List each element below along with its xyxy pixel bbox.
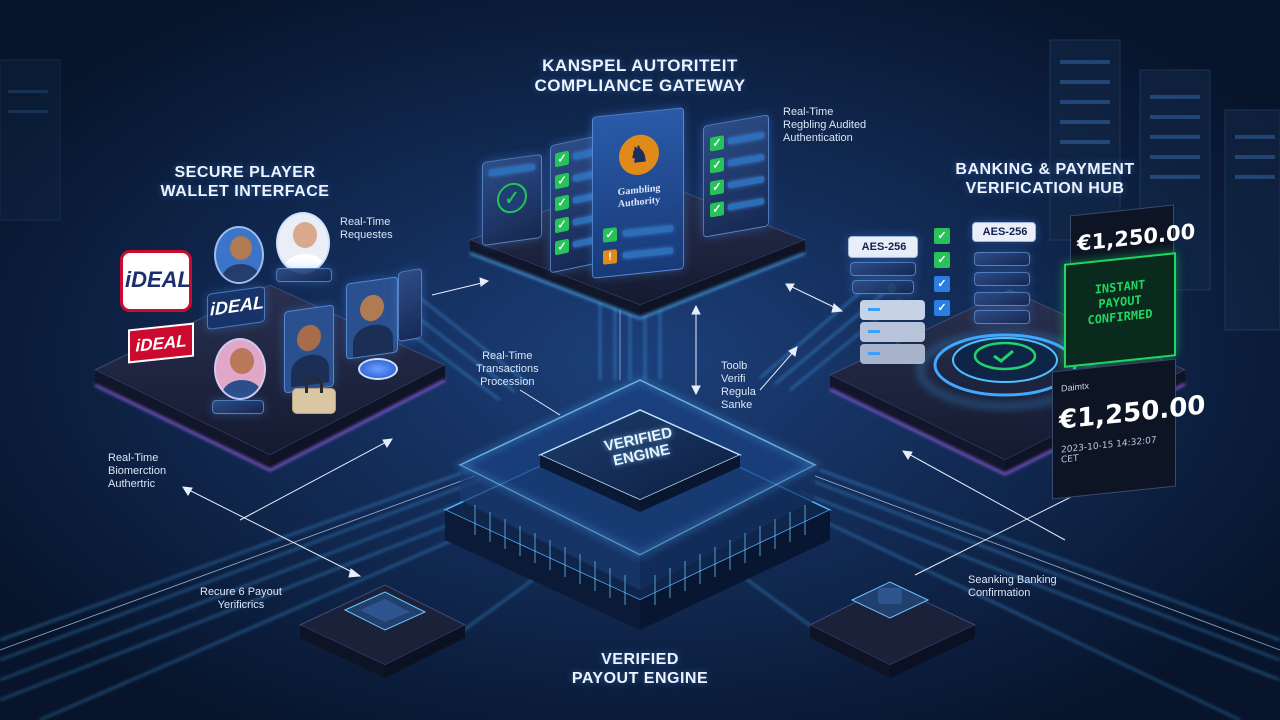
- aes-card-right: AES-256: [972, 222, 1036, 242]
- check-icon-2: ✓: [934, 252, 950, 268]
- player-avatar-2: [276, 212, 330, 274]
- verification-row-4: [974, 310, 1030, 324]
- verification-row-1: [974, 252, 1030, 266]
- lion-seal-icon: ♞: [619, 132, 659, 177]
- amount-panel-bottom: Daimtx €1,250.00 2023-10-15 14:32:07 CET: [1052, 358, 1205, 500]
- amount-card-label: Daimtx: [1061, 380, 1090, 394]
- player-card-label-2: [212, 400, 264, 414]
- payout-title: VERIFIED PAYOUT ENGINE: [571, 651, 709, 687]
- ideal-badge-red: iDEAL: [128, 322, 194, 364]
- check-icon-4: ✓: [934, 300, 950, 316]
- payout-status: INSTANT PAYOUT CONFIRMED: [1087, 277, 1153, 328]
- gateway-panel-right: ✓ ✓ ✓ ✓: [703, 114, 769, 238]
- player-avatar-1: [214, 226, 264, 284]
- payout-confirmed-panel: INSTANT PAYOUT CONFIRMED: [1064, 252, 1176, 368]
- connector-arrows: [182, 277, 1098, 578]
- ideal-logo-text: iDEAL: [125, 267, 191, 292]
- payout-chip-right: [808, 581, 977, 678]
- verification-row-3: [974, 292, 1030, 306]
- check-icon-3: ✓: [934, 276, 950, 292]
- server-stack: [860, 283, 925, 364]
- banking-title: BANKING & PAYMENT VERIFICATION HUB: [955, 161, 1135, 197]
- aes-card-left: AES-256: [848, 236, 918, 258]
- encryption-row-2: [852, 280, 914, 294]
- wallet-side-panel: [398, 267, 422, 343]
- ideal-logo: iDEAL: [120, 250, 192, 312]
- timestamp-bottom: 2023-10-15 14:32:07 CET: [1061, 435, 1157, 466]
- player-card-5: [346, 276, 398, 360]
- server-rack-left-graphic: [0, 59, 61, 221]
- payout-chip-left: [298, 584, 467, 678]
- gambling-authority-certificate: ♞ Gambling Authority ✓ !: [592, 107, 684, 279]
- engine-block: [443, 377, 832, 630]
- biometric-button: [358, 358, 398, 380]
- check-icon-1: ✓: [934, 228, 950, 244]
- wallet-title: SECURE PLAYER WALLET INTERFACE: [160, 164, 330, 200]
- check-badge-icon: ✓: [497, 180, 527, 216]
- lock-icon: [292, 377, 336, 414]
- gateway-title: KANSPEL AUTORITEIT COMPLIANCE GATEWAY: [534, 56, 746, 95]
- encryption-row-1: [850, 262, 916, 276]
- server-rack-graphic: [1049, 39, 1280, 331]
- verification-row-2: [974, 272, 1030, 286]
- player-card-label-1: [276, 268, 332, 282]
- gateway-panel-left: ✓: [482, 153, 542, 247]
- player-avatar-3: [214, 338, 266, 400]
